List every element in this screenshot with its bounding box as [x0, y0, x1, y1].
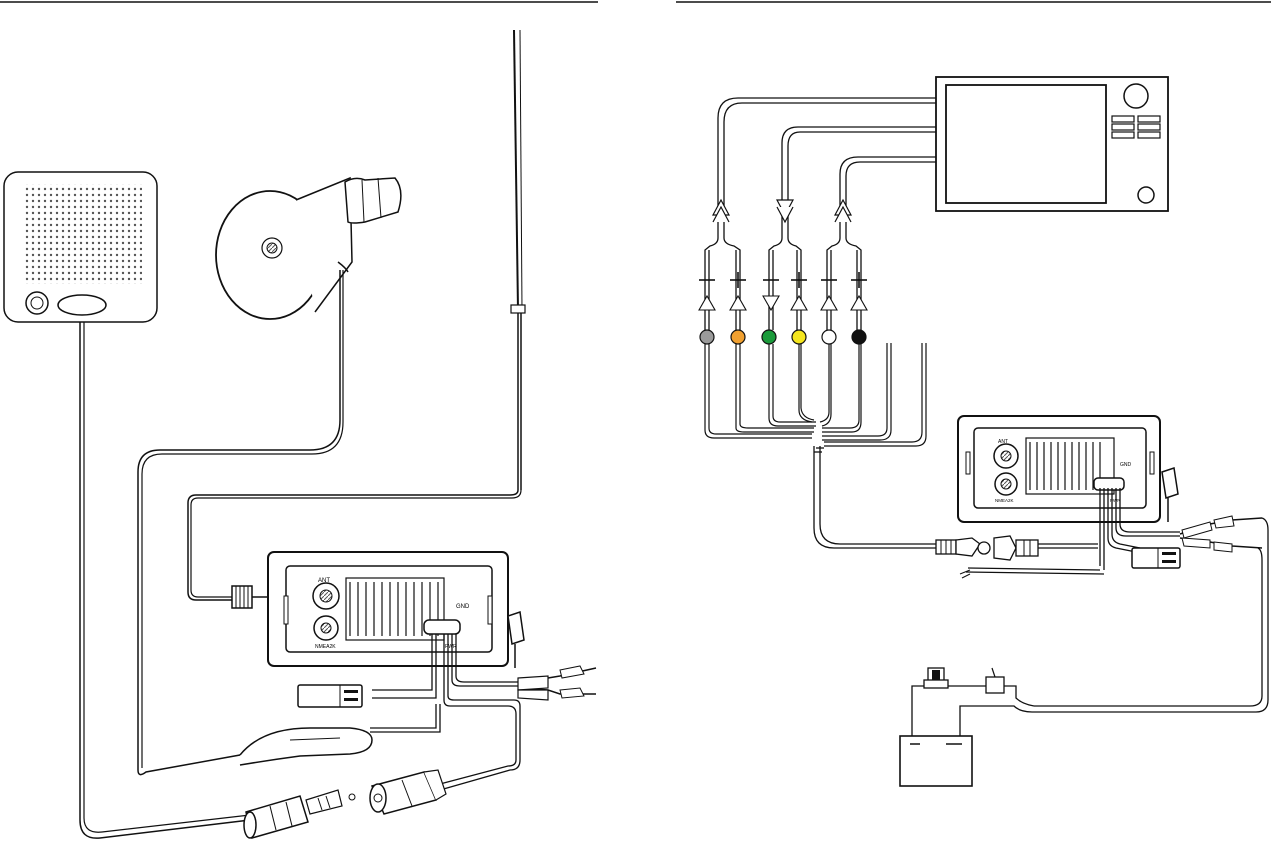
chart-plotter: [936, 77, 1168, 211]
external-speaker: [4, 172, 157, 322]
right-ant-label: ANT: [998, 439, 1008, 445]
left-pwr-label: PWR: [445, 644, 457, 650]
yellow-terminal: [792, 330, 806, 344]
hailer-horn: [216, 178, 401, 319]
right-radio-rear-panel: ANT GND NMEA2K PWR: [958, 416, 1178, 522]
bundle-to-radio: [814, 446, 938, 548]
right-fused-leads: [1132, 516, 1262, 568]
left-ant-label: ANT: [318, 578, 330, 584]
power-switch: [986, 668, 1004, 693]
black-terminal: [852, 330, 866, 344]
nmea0183-cables: [718, 98, 936, 230]
hailer-junction: [240, 728, 372, 765]
battery: [900, 736, 972, 786]
green-terminal: [762, 330, 776, 344]
color-terminals: [700, 330, 866, 344]
wire-chevrons: [699, 296, 867, 310]
speaker-jack-socket: [370, 770, 446, 814]
right-nmea-label: NMEA2K: [995, 498, 1014, 503]
wire-forks: [705, 230, 861, 330]
orange-terminal: [731, 330, 745, 344]
white-terminal: [822, 330, 836, 344]
left-nmea-label: NMEA2K: [315, 644, 336, 650]
terminal-wires: [705, 343, 926, 446]
left-fused-leads: [298, 666, 596, 707]
right-gnd-label: GND: [1120, 462, 1132, 468]
left-gnd-label: GND: [456, 604, 470, 610]
speaker-jack-plug: [244, 790, 355, 838]
vhf-antenna: [511, 30, 525, 490]
gray-terminal: [700, 330, 714, 344]
nmea-inline-connector: [936, 536, 1104, 578]
polarity-symbols: [699, 272, 867, 288]
left-radio-rear-panel: ANT GND NMEA2K PWR: [268, 552, 524, 668]
inline-fuse: [912, 668, 986, 736]
speaker-cable: [80, 322, 250, 838]
